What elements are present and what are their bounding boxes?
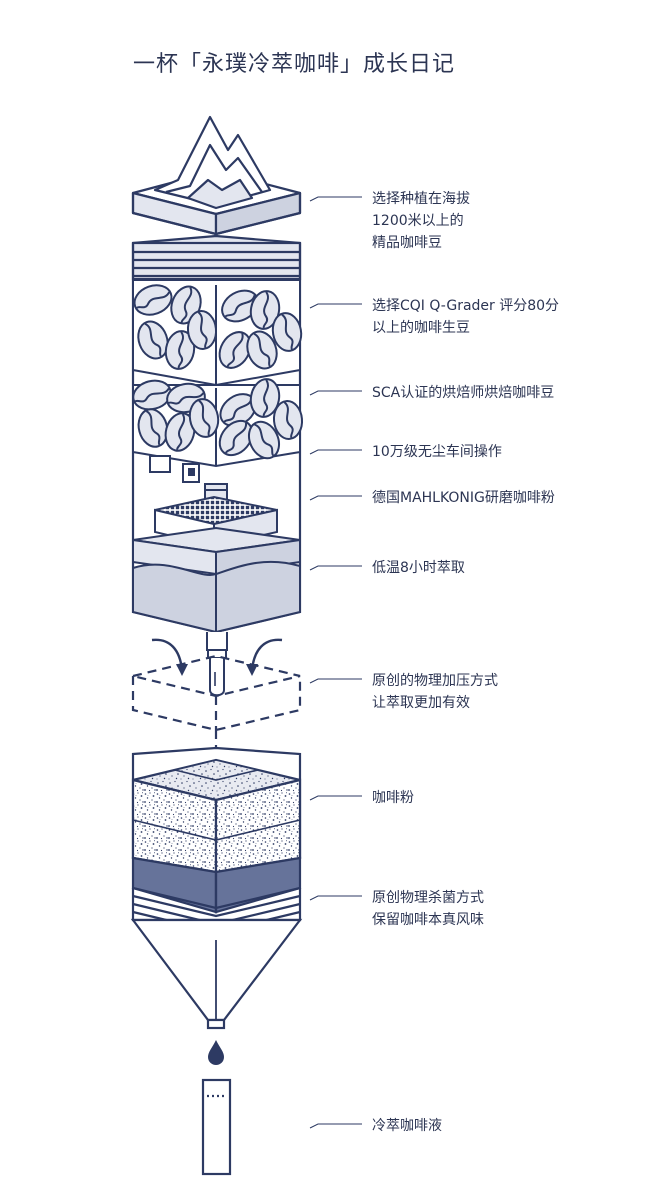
- nozzle: [206, 632, 228, 697]
- roasted-bean-layer: [129, 375, 305, 468]
- workshop-windows: [149, 455, 200, 483]
- green-bean-layer: [129, 279, 306, 387]
- callout-brew: 低温8小时萃取: [372, 560, 465, 576]
- pressure-frame: [131, 654, 302, 748]
- callout-liquid: 冷萃咖啡液: [372, 1118, 442, 1134]
- callout-sterilize: 原创物理杀菌方式 保留咖啡本真风味: [372, 890, 488, 928]
- mountain-icon: [131, 115, 302, 236]
- grounds-box: [131, 746, 302, 874]
- page-title: 一杯「永璞冷萃咖啡」成长日记: [133, 52, 456, 77]
- callout-altitude: 选择种植在海拔 1200米以上的 精品咖啡豆: [372, 191, 474, 251]
- brewing-layer: [132, 526, 301, 634]
- drop-icon: [208, 1040, 224, 1065]
- curved-arrow-icon: [151, 638, 283, 676]
- callout-grinder: 德国MAHLKONIG研磨咖啡粉: [372, 490, 555, 506]
- callout-q-grader: 选择CQI Q-Grader 评分80分 以上的咖啡生豆: [372, 298, 564, 336]
- vial-icon: [201, 1078, 232, 1176]
- callout-dustfree: 10万级无尘车间操作: [372, 443, 502, 460]
- callout-leaders: [309, 196, 362, 1129]
- callout-grounds: 咖啡粉: [372, 790, 414, 806]
- callout-pressure: 原创的物理加压方式 让萃取更加有效: [372, 673, 502, 711]
- funnel: [130, 918, 303, 1030]
- callout-roaster: SCA认证的烘焙师烘焙咖啡豆: [372, 385, 554, 401]
